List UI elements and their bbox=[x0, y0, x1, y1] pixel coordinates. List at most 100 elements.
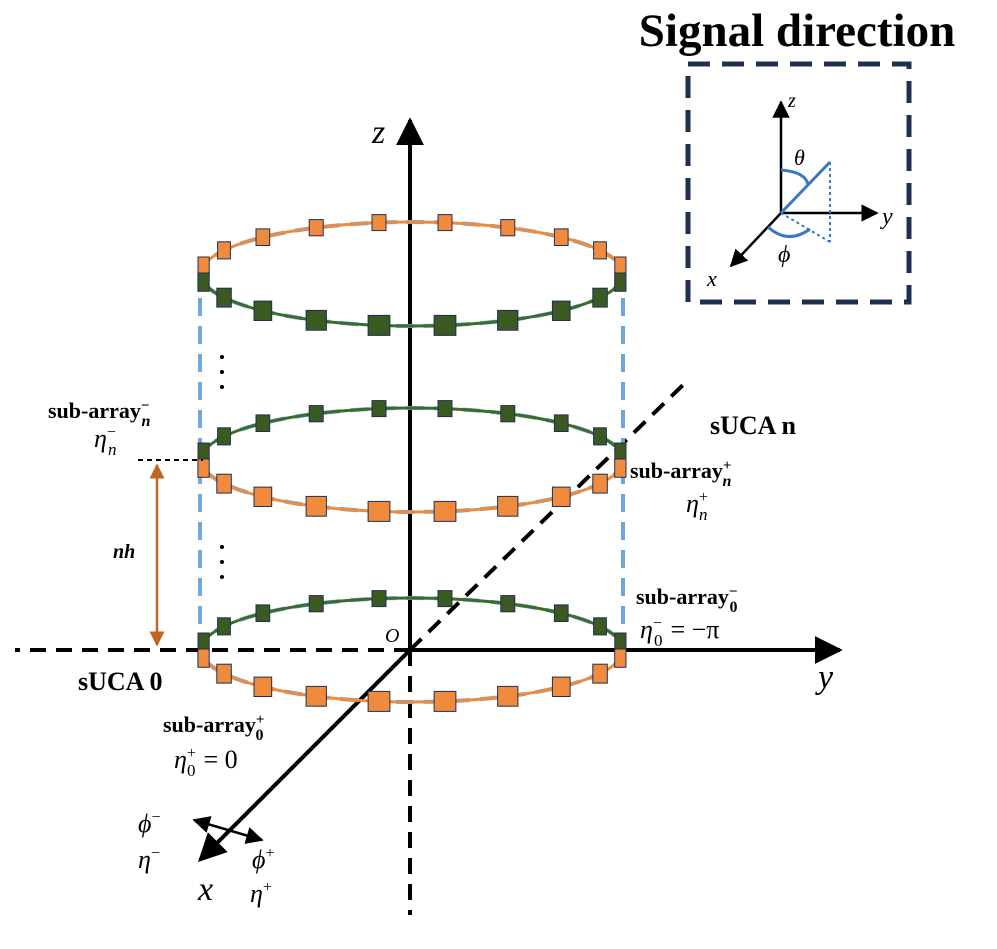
suca-0-ring-element bbox=[593, 617, 607, 636]
suca-n-ring-element bbox=[197, 458, 210, 478]
inset-border bbox=[685, 61, 912, 305]
top-ring-element bbox=[253, 300, 273, 322]
eta-minus-label: η− bbox=[138, 845, 160, 874]
nh-dimension: nh bbox=[113, 459, 203, 647]
svg-text:η−n: η−n bbox=[94, 424, 116, 459]
suca-labels: sUCA n sUCA 0 bbox=[78, 411, 797, 696]
suca-n-ring-element bbox=[308, 405, 324, 423]
suca-0-ring-element bbox=[371, 590, 387, 608]
svg-text:η−0= −π: η−0= −π bbox=[640, 615, 719, 650]
suca-0-ring-element bbox=[305, 685, 327, 707]
ellipsis-lower bbox=[220, 545, 224, 579]
inset-x-axis bbox=[729, 212, 782, 268]
top-ring-element bbox=[593, 241, 607, 260]
suca-0-ring-element bbox=[614, 632, 627, 652]
suca-0-ring-element bbox=[592, 663, 608, 684]
top-ring-element bbox=[437, 214, 453, 232]
top-ring-element bbox=[197, 256, 210, 276]
nh-label: nh bbox=[113, 541, 135, 563]
top-ring-element bbox=[433, 314, 457, 336]
suca-n-ring-element bbox=[553, 414, 569, 432]
ellipsis-upper bbox=[220, 355, 224, 389]
suca-n-ring-element bbox=[437, 400, 453, 418]
figure-title: Signal direction bbox=[639, 5, 955, 57]
suca-0-ring-element bbox=[367, 690, 391, 712]
signal-vector bbox=[779, 160, 832, 215]
array-elements bbox=[197, 214, 627, 712]
top-ring-element bbox=[216, 287, 232, 308]
suca-n-ring-element bbox=[500, 405, 516, 423]
svg-text:sub-array+n: sub-array+n bbox=[630, 458, 731, 490]
top-ring-element bbox=[614, 272, 627, 292]
suca-0-ring-element bbox=[433, 690, 457, 712]
suca-0-ring-element bbox=[553, 604, 569, 623]
top-ring-element bbox=[367, 314, 391, 336]
top-ring-element bbox=[305, 309, 327, 331]
inset-y-label: y bbox=[880, 204, 893, 230]
top-ring-element bbox=[592, 287, 608, 308]
z-axis-label: z bbox=[371, 114, 385, 151]
suca-n-ring-element bbox=[217, 427, 231, 446]
suca-n-label: sUCA n bbox=[710, 411, 797, 440]
phi-minus-label: ϕ− bbox=[138, 809, 161, 838]
top-ring-element bbox=[308, 219, 324, 237]
inset-z-label: z bbox=[787, 90, 796, 112]
suca-n-ring-element bbox=[433, 500, 457, 522]
svg-text:sub-array+0: sub-array+0 bbox=[163, 712, 264, 744]
suca-0-ring-element bbox=[308, 595, 324, 613]
inset-phi-label: ϕ bbox=[778, 242, 790, 268]
suca-0-ring-element bbox=[217, 617, 231, 636]
suca-n-ring-element bbox=[371, 400, 387, 418]
suca-n-ring-element bbox=[592, 473, 608, 494]
top-ring-element bbox=[197, 272, 210, 292]
suca-0-ring-element bbox=[197, 632, 210, 652]
suca-0-ring-element bbox=[497, 685, 519, 707]
svg-text:sub-array−n: sub-array−n bbox=[48, 398, 150, 430]
x-axis-label: x bbox=[197, 871, 213, 908]
top-ring-element bbox=[371, 214, 387, 232]
y-axis-label: y bbox=[815, 659, 834, 696]
phi-plus-label: ϕ+ bbox=[252, 845, 275, 874]
suca-0-ring-element bbox=[437, 590, 453, 608]
x-axis-negative bbox=[408, 383, 685, 652]
signal-direction-inset: z y x θ ϕ bbox=[685, 61, 912, 305]
rotation-indicator: ϕ− η− ϕ+ η+ bbox=[138, 809, 275, 908]
inset-theta-label: θ bbox=[794, 145, 805, 170]
suca-0-ring-element bbox=[614, 648, 627, 668]
main-axes: z y x O bbox=[15, 114, 843, 915]
top-ring-element bbox=[255, 228, 271, 246]
suca-n-ring-element bbox=[551, 486, 571, 508]
suca-0-ring-element bbox=[551, 676, 571, 697]
svg-text:η+0= 0: η+0= 0 bbox=[174, 745, 238, 780]
cylinder-outline bbox=[198, 270, 625, 650]
suca-n-ring-element bbox=[216, 473, 232, 494]
svg-text:sub-array−0: sub-array−0 bbox=[636, 584, 737, 616]
suca-n-ring-element bbox=[593, 427, 607, 446]
theta-arc bbox=[780, 168, 810, 186]
suca-n-ring-element bbox=[614, 458, 627, 478]
suca-0-ring-element bbox=[255, 604, 271, 623]
suca-0-label: sUCA 0 bbox=[78, 667, 163, 696]
sub-array-0-plus-label: sub-array+0 η+0= 0 bbox=[163, 712, 264, 780]
inset-x-label: x bbox=[706, 266, 717, 291]
rotation-arrow bbox=[192, 816, 264, 844]
suca-0-ring-element bbox=[253, 676, 273, 697]
suca-n-ring-element bbox=[253, 486, 273, 508]
top-ring-element bbox=[614, 256, 627, 276]
suca-n-ring-element bbox=[305, 495, 327, 517]
origin-label: O bbox=[385, 625, 399, 647]
top-ring-element bbox=[553, 228, 569, 246]
sub-array-n-minus-label: sub-array−n η−n bbox=[48, 398, 150, 459]
svg-text:η+n: η+n bbox=[686, 489, 708, 524]
sub-array-n-plus-label: sub-array+n η+n bbox=[630, 458, 731, 524]
sub-array-0-minus-label: sub-array−0 η−0= −π bbox=[636, 584, 737, 650]
top-ring-element bbox=[551, 300, 571, 322]
suca-n-ring-element bbox=[614, 442, 627, 462]
eta-plus-label: η+ bbox=[250, 879, 272, 908]
suca-0-ring-element bbox=[197, 648, 210, 668]
suca-n-ring-element bbox=[497, 495, 519, 517]
suca-n-ring-element bbox=[367, 500, 391, 522]
suca-0-ring-element bbox=[500, 595, 516, 613]
suca-n-ring-element bbox=[197, 442, 210, 462]
